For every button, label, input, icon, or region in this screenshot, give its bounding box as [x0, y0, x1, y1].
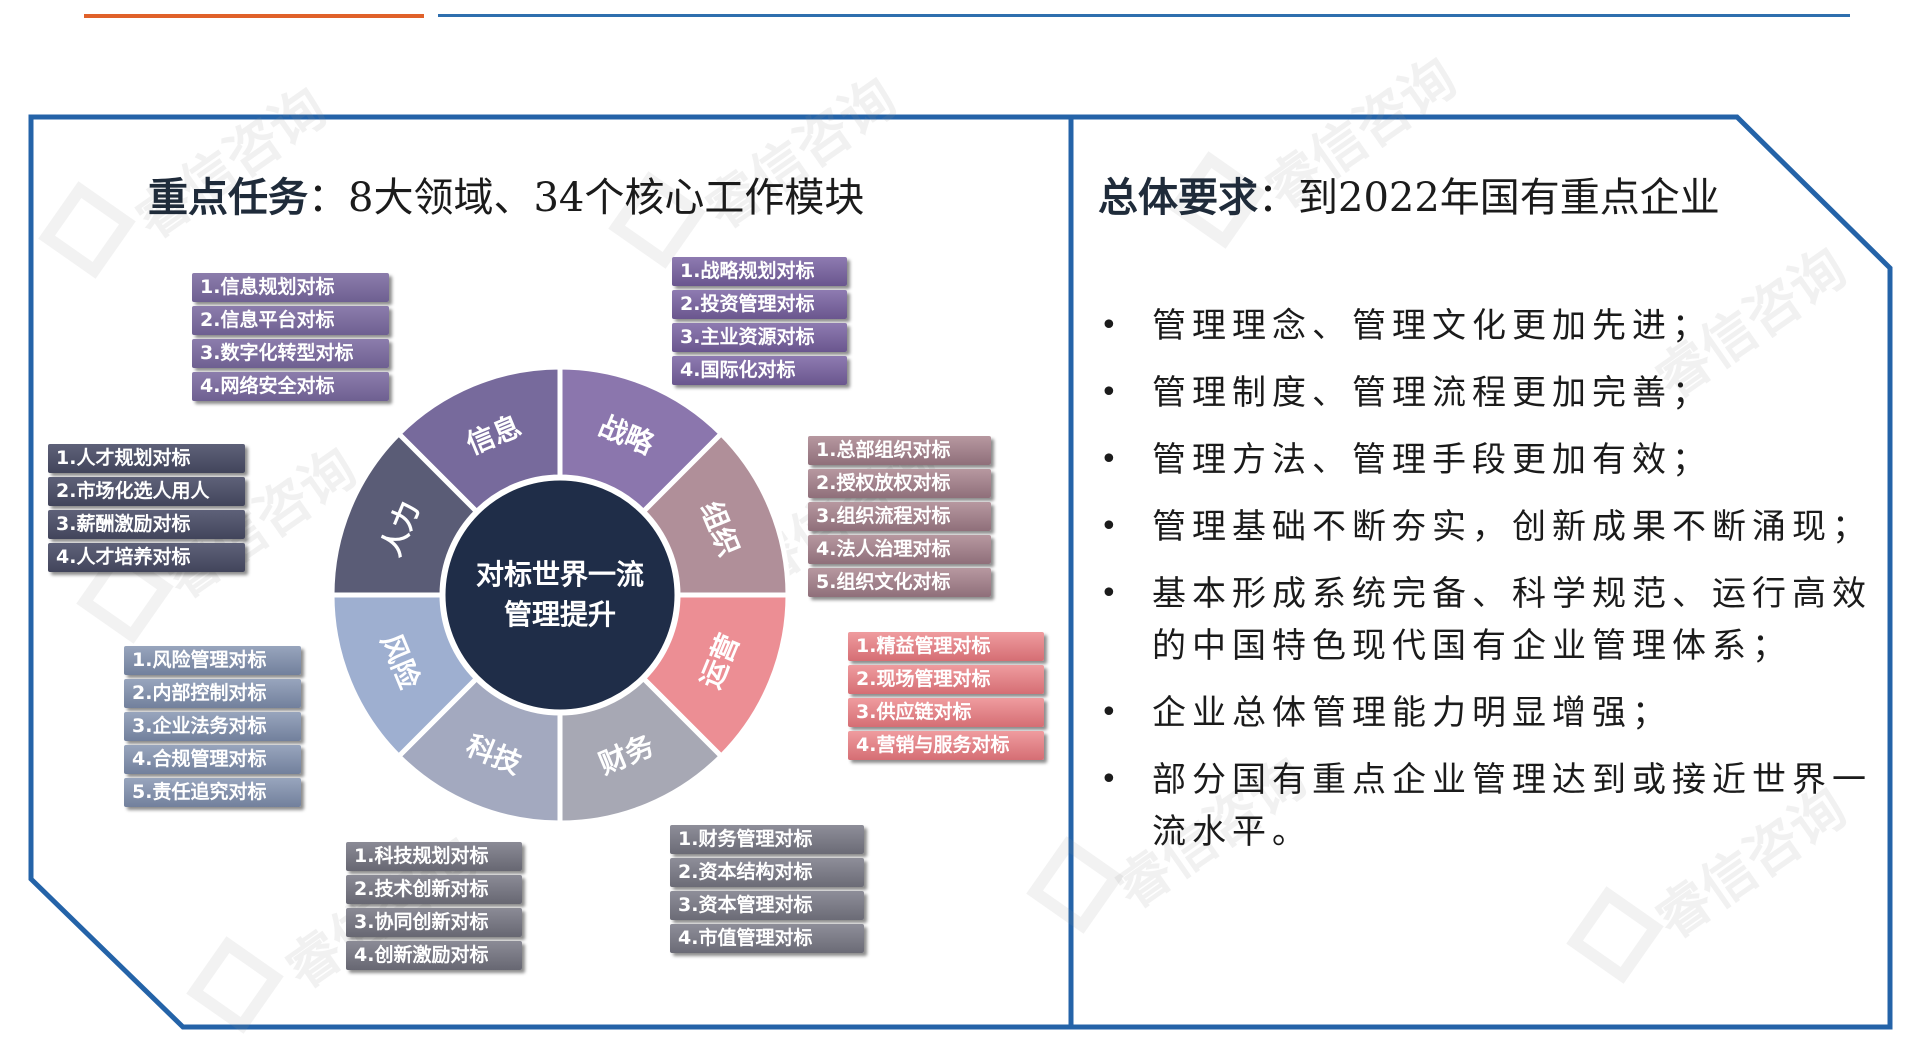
requirement-item: • 部分国有重点企业管理达到或接近世界一流水平。 [1100, 754, 1890, 858]
task-group-renli: 1.人才规划对标 2.市场化选人用人 3.薪酬激励对标 4.人才培养对标 [48, 444, 245, 576]
task-item: 4.营销与服务对标 [848, 731, 1044, 760]
requirement-text: 基本形成系统完备、科学规范、运行高效的中国特色现代国有企业管理体系； [1152, 574, 1872, 666]
task-item: 5.组织文化对标 [808, 568, 991, 597]
requirement-text: 部分国有重点企业管理达到或接近世界一流水平。 [1152, 760, 1872, 852]
requirement-text: 管理制度、管理流程更加完善； [1152, 373, 1712, 413]
requirement-text: 管理基础不断夯实，创新成果不断涌现； [1152, 507, 1872, 547]
task-item: 2.技术创新对标 [346, 875, 522, 904]
bullet-icon: • [1100, 762, 1118, 797]
wheel-center-line-2: 管理提升 [504, 598, 616, 631]
task-item: 3.组织流程对标 [808, 502, 991, 531]
task-item: 3.资本管理对标 [670, 891, 864, 920]
right-title-strong: 总体要求 [1098, 175, 1258, 221]
requirement-text: 管理方法、管理手段更加有效； [1152, 440, 1712, 480]
task-item: 3.数字化转型对标 [192, 339, 389, 368]
watermark-logo-icon [186, 936, 284, 1034]
task-item: 4.国际化对标 [672, 356, 847, 385]
task-item: 2.内部控制对标 [124, 679, 301, 708]
task-item: 4.创新激励对标 [346, 941, 522, 970]
bullet-icon: • [1100, 442, 1118, 477]
task-item: 1.精益管理对标 [848, 632, 1044, 661]
left-panel-title: 重点任务：8大领域、34个核心工作模块 [148, 165, 864, 223]
task-item: 1.信息规划对标 [192, 273, 389, 302]
bullet-icon: • [1100, 308, 1118, 343]
task-item: 4.人才培养对标 [48, 543, 245, 572]
task-item: 4.市值管理对标 [670, 924, 864, 953]
task-item: 2.投资管理对标 [672, 290, 847, 319]
task-item: 3.供应链对标 [848, 698, 1044, 727]
task-item: 2.信息平台对标 [192, 306, 389, 335]
task-item: 1.人才规划对标 [48, 444, 245, 473]
task-item: 4.合规管理对标 [124, 745, 301, 774]
bullet-icon: • [1100, 695, 1118, 730]
requirement-item: • 管理基础不断夯实，创新成果不断涌现； [1100, 501, 1890, 553]
bullet-icon: • [1100, 509, 1118, 544]
task-group-caiwu: 1.财务管理对标 2.资本结构对标 3.资本管理对标 4.市值管理对标 [670, 825, 864, 957]
task-group-keji: 1.科技规划对标 2.技术创新对标 3.协同创新对标 4.创新激励对标 [346, 842, 522, 974]
top-accent-line-blue [438, 14, 1850, 17]
task-group-fengxian: 1.风险管理对标 2.内部控制对标 3.企业法务对标 4.合规管理对标 5.责任… [124, 646, 301, 811]
watermark: 睿信咨询 [124, 75, 338, 252]
right-panel-title: 总体要求：到2022年国有重点企业 [1098, 165, 1720, 223]
task-item: 2.授权放权对标 [808, 469, 991, 498]
requirements-list: • 管理理念、管理文化更加先进； • 管理制度、管理流程更加完善； • 管理方法、管理… [1100, 300, 1890, 873]
task-group-zhanlue: 1.战略规划对标 2.投资管理对标 3.主业资源对标 4.国际化对标 [672, 257, 847, 389]
requirement-text: 企业总体管理能力明显增强； [1152, 693, 1672, 733]
requirement-item: • 管理方法、管理手段更加有效； [1100, 434, 1890, 486]
left-title-strong: 重点任务 [148, 175, 308, 221]
task-item: 3.协同创新对标 [346, 908, 522, 937]
task-item: 3.薪酬激励对标 [48, 510, 245, 539]
requirement-item: • 基本形成系统完备、科学规范、运行高效的中国特色现代国有企业管理体系； [1100, 568, 1890, 672]
task-item: 3.主业资源对标 [672, 323, 847, 352]
wheel-center-line-1: 对标世界一流 [476, 558, 644, 591]
requirement-item: • 企业总体管理能力明显增强； [1100, 687, 1890, 739]
bullet-icon: • [1100, 375, 1118, 410]
task-item: 1.总部组织对标 [808, 436, 991, 465]
task-item: 4.网络安全对标 [192, 372, 389, 401]
task-group-zuzhi: 1.总部组织对标 2.授权放权对标 3.组织流程对标 4.法人治理对标 5.组织… [808, 436, 991, 601]
task-item: 1.财务管理对标 [670, 825, 864, 854]
requirement-item: • 管理理念、管理文化更加先进； [1100, 300, 1890, 352]
task-group-yunying: 1.精益管理对标 2.现场管理对标 3.供应链对标 4.营销与服务对标 [848, 632, 1044, 764]
task-item: 1.科技规划对标 [346, 842, 522, 871]
requirement-text: 管理理念、管理文化更加先进； [1152, 306, 1712, 346]
bullet-icon: • [1100, 576, 1118, 611]
requirement-item: • 管理制度、管理流程更加完善； [1100, 367, 1890, 419]
left-title-rest: ：8大领域、34个核心工作模块 [308, 175, 865, 221]
task-item: 2.资本结构对标 [670, 858, 864, 887]
task-item: 1.战略规划对标 [672, 257, 847, 286]
task-item: 1.风险管理对标 [124, 646, 301, 675]
task-item: 5.责任追究对标 [124, 778, 301, 807]
top-accent-line-orange [84, 14, 424, 18]
task-item: 2.市场化选人用人 [48, 477, 245, 506]
task-item: 3.企业法务对标 [124, 712, 301, 741]
watermark-logo-icon [1566, 886, 1664, 984]
watermark-logo-icon [38, 181, 136, 279]
wheel-center [440, 475, 680, 715]
task-item: 4.法人治理对标 [808, 535, 991, 564]
right-title-rest: ：到2022年国有重点企业 [1258, 175, 1720, 221]
task-item: 2.现场管理对标 [848, 665, 1044, 694]
domain-wheel: 信息战略组织运营财务科技风险人力 对标世界一流 管理提升 [329, 364, 791, 826]
task-group-xinxi: 1.信息规划对标 2.信息平台对标 3.数字化转型对标 4.网络安全对标 [192, 273, 389, 405]
